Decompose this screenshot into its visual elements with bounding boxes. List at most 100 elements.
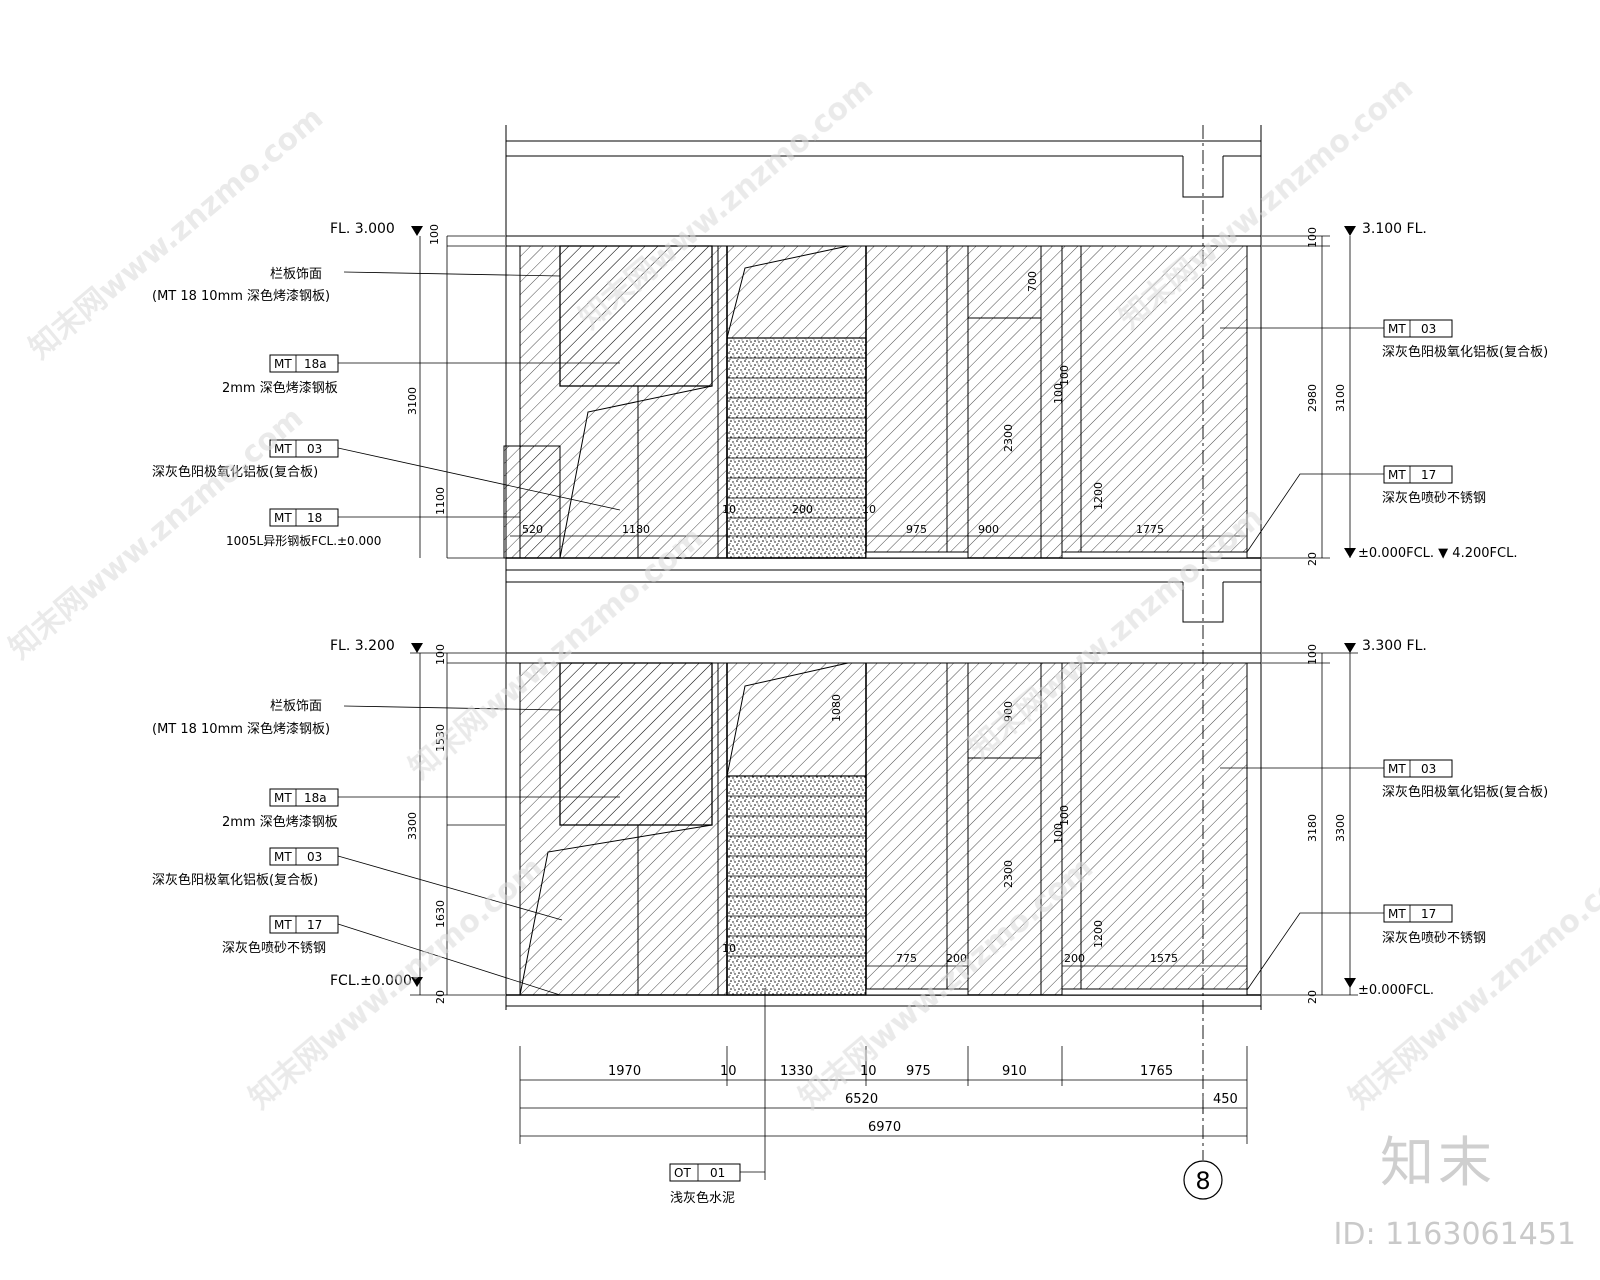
lower-callout-left-0-line1: 栏板饰面 [270, 699, 322, 714]
lower-level-left-top: FL. 3.200 [330, 638, 395, 654]
upper-callout-left-3-num: 18 [307, 511, 322, 525]
lower-dim-left-4: 20 [434, 990, 447, 1004]
bottom-dim-r1-6: 1765 [1140, 1064, 1173, 1079]
lower-dim-inner-4: 2300 [1002, 860, 1015, 888]
upper-callout-right-1-num: 17 [1421, 468, 1436, 482]
upper-dim-inner-2: 10 [722, 503, 736, 516]
lower-callout-right-1-line1: 深灰色喷砂不锈钢 [1382, 930, 1486, 946]
lower-dim-inner-5: 1200 [1092, 920, 1105, 948]
upper-dim-inner-5: 975 [906, 523, 927, 536]
upper-dim-inner-10: 100 [1058, 365, 1071, 386]
upper-dim-right-2: 3100 [1334, 384, 1347, 412]
lower-level-right-top: 3.300 FL. [1362, 638, 1427, 654]
lower-callout-left-2-code: MT [274, 850, 292, 864]
upper-callout-right-0-code: MT [1388, 322, 1406, 336]
lower-callout-right-1-code: MT [1388, 907, 1406, 921]
bottom-dimensions: 1970 10 1330 10 975 910 1765 6520 450 69… [519, 1046, 1248, 1144]
stair-lines-upper [727, 357, 866, 519]
upper-dim-inner-4: 10 [862, 503, 876, 516]
watermark-1: 知末网www.znzmo.com [23, 100, 330, 366]
upper-dim-left-0: 100 [428, 224, 441, 245]
stair-lines-lower [727, 795, 866, 957]
upper-callout-left-1-num: 18a [304, 357, 327, 371]
bottom-dim-r2-0: 6520 [845, 1092, 878, 1107]
lower-level-left-bottom: FCL.±0.000 [330, 973, 412, 989]
bottom-dim-r3-0: 6970 [868, 1120, 901, 1135]
bottom-dim-r2-1: 450 [1213, 1092, 1238, 1107]
upper-elevation: FL. 3.000 1005L异形钢板FCL.±0.000 100 3100 1… [152, 125, 1548, 571]
watermark-7: 知末网www.znzmo.com [243, 850, 550, 1116]
upper-level-left-bottom: 1005L异形钢板FCL.±0.000 [226, 534, 381, 548]
lower-dim-right-1: 3180 [1306, 814, 1319, 842]
lower-callout-right-0-code: MT [1388, 762, 1406, 776]
lower-dim-inner-1: 900 [1002, 701, 1015, 722]
bottom-callout-code: OT [674, 1166, 691, 1180]
upper-dim-inner-3: 200 [792, 503, 813, 516]
lower-callout-left-1-num: 18a [304, 791, 327, 805]
bottom-dim-r1-1: 10 [720, 1064, 737, 1079]
lower-dim-left-0: 100 [434, 644, 447, 665]
lower-callout-left-3-line1: 深灰色喷砂不锈钢 [222, 940, 326, 956]
lower-dim-inner-7: 200 [946, 952, 967, 965]
upper-callout-right-0-num: 03 [1421, 322, 1436, 336]
upper-callout-right-1-line1: 深灰色喷砂不锈钢 [1382, 490, 1486, 506]
bottom-callout-label: 浅灰色水泥 [670, 1190, 735, 1206]
lower-callout-right-0-line1: 深灰色阳极氧化铝板(复合板) [1382, 784, 1548, 800]
upper-callout-right-0-line1: 深灰色阳极氧化铝板(复合板) [1382, 344, 1548, 360]
lower-dim-inner-6: 775 [896, 952, 917, 965]
bottom-dim-r1-4: 975 [906, 1064, 931, 1079]
upper-callout-left-2-num: 03 [307, 442, 322, 456]
upper-callout-left-2-code: MT [274, 442, 292, 456]
lower-callout-right-1-num: 17 [1421, 907, 1436, 921]
upper-dim-inner-8: 700 [1026, 271, 1039, 292]
lower-callout-left-2-line1: 深灰色阳极氧化铝板(复合板) [152, 872, 318, 888]
watermark-3: 知末网www.znzmo.com [1113, 70, 1420, 336]
bottom-dim-r1-5: 910 [1002, 1064, 1027, 1079]
lower-elevation: FL. 3.200 FCL.±0.000 100 1530 3300 1630 … [152, 570, 1548, 1010]
upper-level-left-top: FL. 3.000 [330, 221, 395, 237]
lower-dim-inner-10: 10 [722, 942, 736, 955]
lower-dim-inner-8: 200 [1064, 952, 1085, 965]
lower-callout-right-0-num: 03 [1421, 762, 1436, 776]
lower-dim-inner-9: 1575 [1150, 952, 1178, 965]
lower-dim-right-2: 3300 [1334, 814, 1347, 842]
grid-bubble: 8 [1183, 1160, 1223, 1200]
bottom-dim-r1-3: 10 [860, 1064, 877, 1079]
upper-dim-right-0: 100 [1306, 227, 1319, 248]
upper-dim-left-1: 3100 [406, 387, 419, 415]
upper-dim-right-1: 2980 [1306, 384, 1319, 412]
lower-callout-left-2-num: 03 [307, 850, 322, 864]
upper-dim-inner-12: 1200 [1092, 482, 1105, 510]
lower-dim-right-0: 100 [1306, 644, 1319, 665]
upper-dim-inner-7: 1775 [1136, 523, 1164, 536]
brand-logo: 知末 [1380, 1131, 1496, 1194]
upper-level-right-bottom: ±0.000FCL. ▼ 4.200FCL. [1358, 546, 1517, 561]
upper-dim-inner-6: 900 [978, 523, 999, 536]
upper-callout-left-1-line1: 2mm 深色烤漆钢板 [222, 380, 338, 396]
upper-dim-left-2: 1100 [434, 487, 447, 515]
upper-callout-left-1-code: MT [274, 357, 292, 371]
grid-label: 8 [1195, 1167, 1210, 1195]
upper-callout-left-3-code: MT [274, 511, 292, 525]
lower-dim-left-3: 1630 [434, 900, 447, 928]
lower-level-right-bottom: ±0.000FCL. [1358, 983, 1434, 998]
upper-dim-inner-1: 1180 [622, 523, 650, 536]
lower-dim-inner-3: 100 [1052, 823, 1065, 844]
upper-dim-inner-9: 2300 [1002, 424, 1015, 452]
upper-dim-inner-0: 520 [522, 523, 543, 536]
upper-callout-left-0-line2: (MT 18 10mm 深色烤漆钢板) [152, 288, 330, 304]
lower-dim-left-2: 3300 [406, 812, 419, 840]
bottom-dim-r1-0: 1970 [608, 1064, 641, 1079]
lower-callout-left-1-code: MT [274, 791, 292, 805]
lower-callout-left-0-line2: (MT 18 10mm 深色烤漆钢板) [152, 721, 330, 737]
upper-level-right-top: 3.100 FL. [1362, 221, 1427, 237]
lower-dim-inner-2: 100 [1058, 805, 1071, 826]
image-id: ID: 1163061451 [1333, 1217, 1576, 1252]
upper-dim-right-3: 20 [1306, 552, 1319, 566]
bottom-callout: OT 01 浅灰色水泥 [669, 988, 766, 1206]
upper-dim-inner-11: 100 [1052, 383, 1065, 404]
lower-callout-left-3-num: 17 [307, 918, 322, 932]
lower-dim-inner-0: 1080 [830, 694, 843, 722]
bottom-dim-r1-2: 1330 [780, 1064, 813, 1079]
